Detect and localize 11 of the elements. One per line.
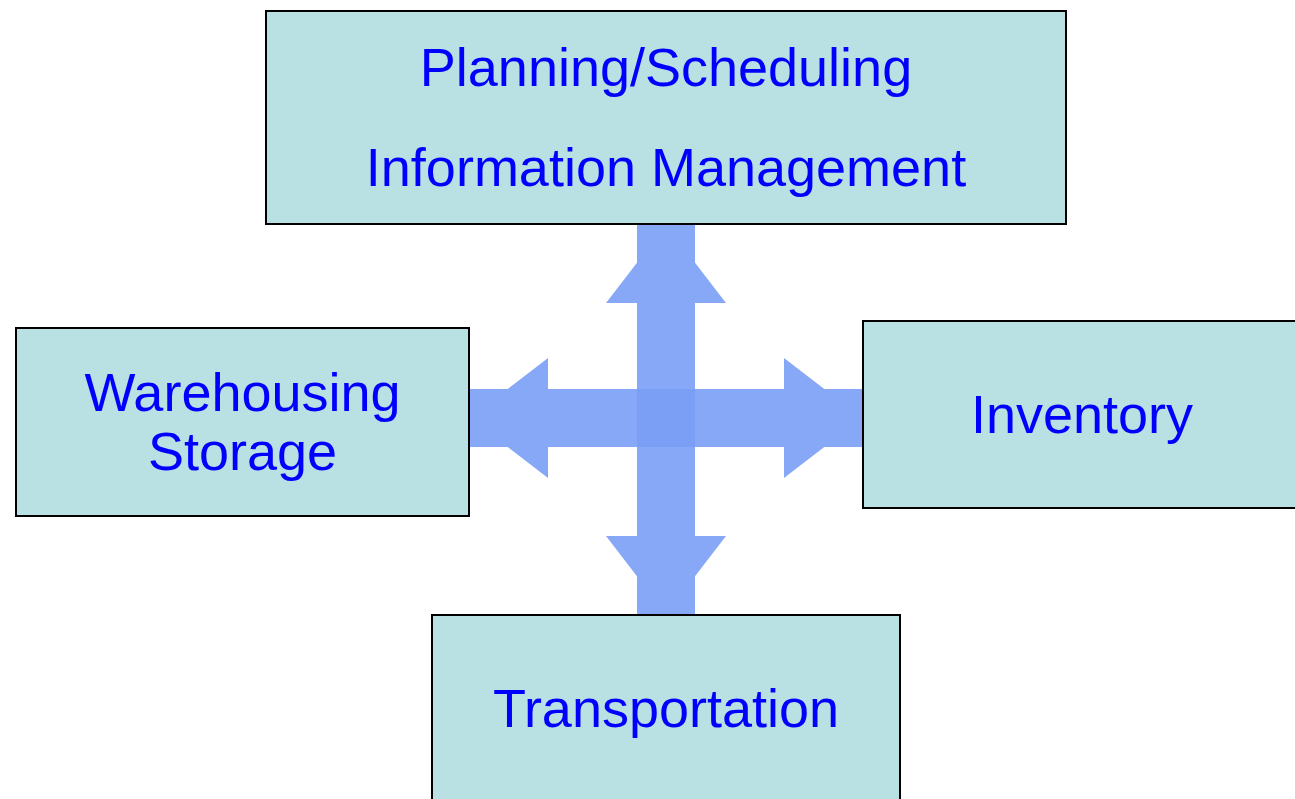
process-box — [862, 320, 1295, 509]
process-box — [431, 614, 901, 799]
double-arrow — [470, 358, 862, 478]
box-label: Inventory — [970, 384, 1194, 445]
double-arrow — [606, 225, 726, 614]
box-label: Transportation — [492, 679, 840, 739]
box-label: Information Management — [365, 137, 967, 197]
box-label: Warehousing Storage — [83, 362, 402, 482]
box-label: Planning/Scheduling — [419, 38, 913, 98]
process-box — [15, 327, 470, 517]
process-box — [265, 10, 1067, 225]
